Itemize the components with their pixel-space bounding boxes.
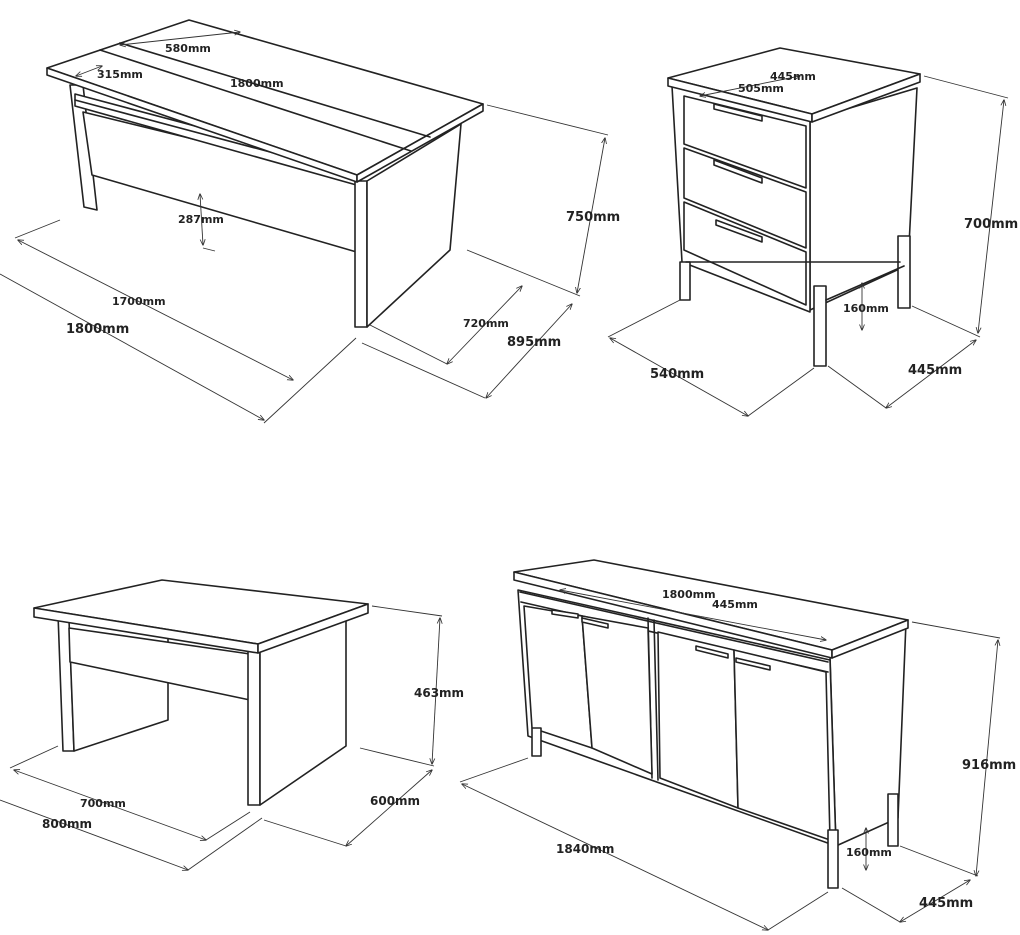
small-desk-inner-length-label: 700mm — [80, 797, 126, 810]
desk-length-label: 1800mm — [66, 322, 129, 337]
drawer-unit-top-depth-label: 445mm — [770, 70, 816, 83]
desk-right-panel — [366, 123, 462, 328]
sideboard-leg-height-label: 160mm — [846, 846, 892, 859]
drawer-3-handle — [715, 219, 763, 243]
desk-depth-label: 895mm — [507, 335, 561, 350]
desk-inner-depth-label: 720mm — [463, 317, 509, 330]
drawer-1 — [683, 95, 807, 189]
small-desk-depth-label: 600mm — [370, 794, 420, 808]
sideboard-door-3 — [657, 631, 739, 809]
desk-drawing: 580mm 315mm 1800mm 287mm 1700mm 1800mm 7… — [0, 19, 620, 424]
desk-inner-length-label: 1700mm — [112, 295, 166, 308]
desk-length-top-label: 1800mm — [230, 77, 284, 90]
small-desk-drawing: 463mm 700mm 800mm 600mm — [0, 579, 464, 870]
desk-width-top-label: 580mm — [165, 42, 211, 55]
drawer-unit-top-width-label: 505mm — [738, 82, 784, 95]
desk-modesty-gap-label: 287mm — [178, 213, 224, 226]
drawer-1-handle — [713, 103, 763, 122]
drawer-unit-leg-height-label: 160mm — [843, 302, 889, 315]
sideboard-leg — [887, 793, 899, 847]
small-desk-length-label: 800mm — [42, 817, 92, 831]
drawer-unit-drawing: 445mm 505mm 700mm 160mm 540mm 445mm — [607, 47, 1018, 416]
drawer-3 — [683, 201, 807, 306]
drawer-2-handle — [713, 159, 763, 184]
sideboard-door-1 — [523, 605, 593, 749]
small-desk-right-panel-edge — [247, 649, 261, 806]
sideboard-leg — [531, 727, 542, 757]
drawer-unit-depth-label: 445mm — [908, 363, 962, 378]
sideboard-drawing: 1800mm 445mm 916mm 160mm 1840mm 445mm — [459, 559, 1016, 930]
desk-inner-gap-label: 315mm — [97, 68, 143, 81]
drawer-unit-leg — [813, 285, 827, 367]
desk-right-panel-edge — [354, 180, 368, 328]
sideboard-height-label: 916mm — [962, 758, 1016, 773]
sideboard-depth-label: 445mm — [919, 896, 973, 911]
small-desk-height-label: 463mm — [414, 686, 464, 700]
drawer-unit-width-label: 540mm — [650, 367, 704, 382]
sideboard-handle — [695, 645, 729, 659]
desk-height-label: 750mm — [566, 210, 620, 225]
drawer-unit-height-label: 700mm — [964, 217, 1018, 232]
drawer-2 — [683, 147, 807, 249]
sideboard-handle — [735, 657, 771, 671]
sideboard-door-4 — [733, 649, 831, 841]
sideboard-top-depth-label: 445mm — [712, 598, 758, 611]
sideboard-top-length-label: 1800mm — [662, 588, 716, 601]
sideboard-leg — [827, 829, 839, 889]
drawer-unit-leg — [679, 261, 691, 301]
drawer-unit-leg — [897, 235, 911, 309]
sideboard-length-label: 1840mm — [556, 842, 614, 856]
